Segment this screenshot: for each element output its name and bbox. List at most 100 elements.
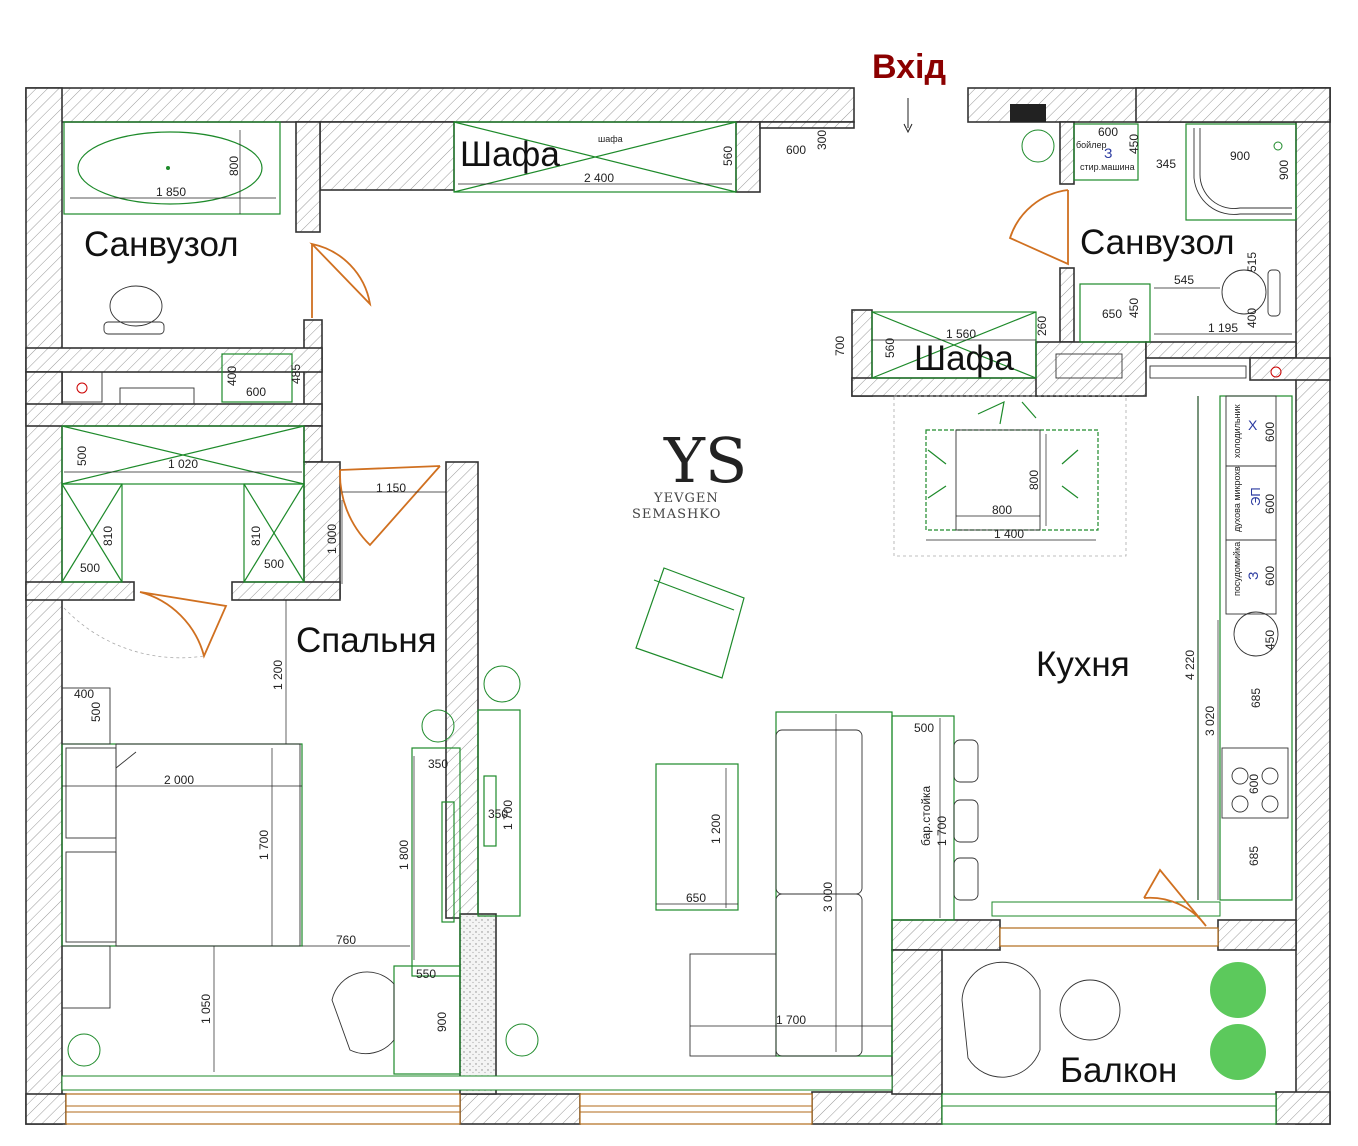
balcony-furniture — [961, 961, 1121, 1078]
wall-bottom-mid — [459, 1093, 581, 1125]
label-dishwasher: посудомийка — [1232, 542, 1242, 596]
dim-bed-len: 2 000 — [164, 773, 194, 787]
wall-balcony-left — [891, 949, 943, 1095]
dim-dish-w: 600 — [1263, 566, 1277, 586]
entry-label: Вхід — [872, 48, 946, 86]
dim-sink-k: 450 — [1263, 630, 1277, 650]
door-bath-right — [1008, 189, 1069, 266]
dim-bed-side: 760 — [336, 933, 356, 947]
dining-table — [893, 395, 1127, 557]
dim-shafa2-total: 700 — [833, 336, 847, 356]
dim-night-w: 400 — [74, 687, 94, 701]
toilet-left — [103, 285, 165, 335]
dim-dining-zone: 1 400 — [994, 527, 1024, 541]
door-balcony — [1143, 868, 1207, 927]
wall-closet-bottom-left — [25, 581, 135, 601]
label-boiler-code: З — [1104, 145, 1112, 161]
wall-top-left — [25, 87, 855, 123]
dim-gap: 345 — [1156, 157, 1176, 171]
logo: YS YEVGEN SEMASHKO — [632, 424, 747, 522]
dim-sink-r: 650 — [1102, 307, 1122, 321]
dim-bath-r-len: 1 195 — [1208, 321, 1238, 335]
dim-shafa-len: 2 400 — [584, 171, 614, 185]
shaft-left — [61, 371, 103, 403]
windows — [61, 901, 1277, 1125]
logo-line2: SEMASHKO — [632, 507, 721, 522]
dim-wc-r: 515 — [1245, 252, 1259, 272]
wall-closet-bottom-right — [231, 581, 341, 601]
room-bathroom-left: Санвузол — [84, 225, 239, 264]
wall-shaft — [1035, 341, 1147, 397]
wall-bedroom-right — [445, 461, 479, 919]
shaft-right — [1055, 353, 1123, 379]
logo-line1: YEVGEN — [653, 491, 719, 506]
label-washer: стир.машина — [1080, 162, 1135, 172]
wall-bottom-left — [25, 1093, 67, 1125]
dim-wc-w: 545 — [1174, 273, 1194, 287]
room-kitchen: Кухня — [1036, 645, 1130, 684]
dim-desk-w: 550 — [416, 967, 436, 981]
dim-kitchen-total: 4 220 — [1183, 650, 1197, 680]
toilet-right — [1221, 269, 1281, 317]
room-wardrobe-top: Шафа — [460, 135, 560, 174]
dim-niche-w: 600 — [786, 143, 806, 157]
dim-closet-b2: 500 — [264, 557, 284, 571]
wall-bath-right-top — [1059, 121, 1075, 185]
tv-stand-living — [477, 709, 521, 917]
dim-tub-len: 1 850 — [156, 185, 186, 199]
label-bar: бар.стойка — [919, 785, 933, 846]
wall-bath-right-top2 — [1135, 87, 1331, 123]
dim-counter2: 685 — [1247, 846, 1261, 866]
dim-sofa-w: 1 700 — [776, 1013, 806, 1027]
nightstand — [61, 687, 111, 745]
dim-closet-h1: 810 — [101, 526, 115, 546]
dim-desk-h: 900 — [435, 1012, 449, 1032]
wall-bath-right-mid — [1059, 267, 1075, 343]
label-fridge-code: Х — [1248, 417, 1258, 433]
dim-shower-h: 900 — [1277, 160, 1291, 180]
label-wardrobe-small: шафа — [598, 134, 623, 144]
dim-dining-w: 800 — [992, 503, 1012, 517]
dim-shafa2-len: 1 560 — [946, 327, 976, 341]
sink-left — [221, 353, 293, 403]
dim-shafa-d: 560 — [721, 146, 735, 166]
dimension-labels: 1 850 800 600 400 485 2 400 560 600 300 … — [74, 125, 1291, 1032]
dim-boiler-w: 600 — [1098, 125, 1118, 139]
dim-dining-h: 800 — [1027, 470, 1041, 490]
armchair-bedroom — [331, 971, 395, 1055]
door-closet — [139, 591, 228, 659]
dim-door-gap: 1 150 — [376, 481, 406, 495]
room-balcony: Балкон — [1060, 1051, 1177, 1090]
wall-closet-top — [25, 403, 323, 427]
dim-table-len: 1 200 — [709, 814, 723, 844]
wall-right — [1295, 87, 1331, 1125]
dim-door-h: 1 000 — [325, 524, 339, 554]
dimension-lines — [62, 130, 1292, 1072]
dim-sofa-len: 3 000 — [821, 882, 835, 912]
wall-column — [459, 913, 497, 1095]
label-boiler: бойлер — [1076, 140, 1106, 150]
dim-fridge-w: 600 — [1263, 422, 1277, 442]
doors — [63, 189, 1207, 927]
wardrobe-right — [871, 311, 1037, 379]
dim-oven-w: 600 — [1263, 494, 1277, 514]
dim-sink-l-h: 400 — [225, 366, 239, 386]
door-bedroom — [339, 465, 441, 547]
dim-tub-w: 800 — [227, 156, 241, 176]
wall-bath-right-corner — [1249, 357, 1331, 381]
dim-table-w: 650 — [686, 891, 706, 905]
inner-walls — [25, 87, 1331, 1095]
plants — [67, 129, 1266, 1080]
sink-right — [1079, 283, 1151, 343]
vent-left — [119, 387, 195, 405]
room-bedroom: Спальня — [296, 621, 437, 660]
dim-bed-gap: 1 200 — [271, 660, 285, 690]
dim-bed-foot: 1 050 — [199, 994, 213, 1024]
wall-bottom-mid2 — [811, 1091, 943, 1125]
dim-shafa2-d2: 560 — [883, 338, 897, 358]
wall-bath-left-side — [295, 121, 321, 233]
label-fridge: холодильник — [1232, 404, 1242, 458]
wall-niche — [759, 121, 855, 129]
kitchen-units — [1197, 395, 1293, 901]
